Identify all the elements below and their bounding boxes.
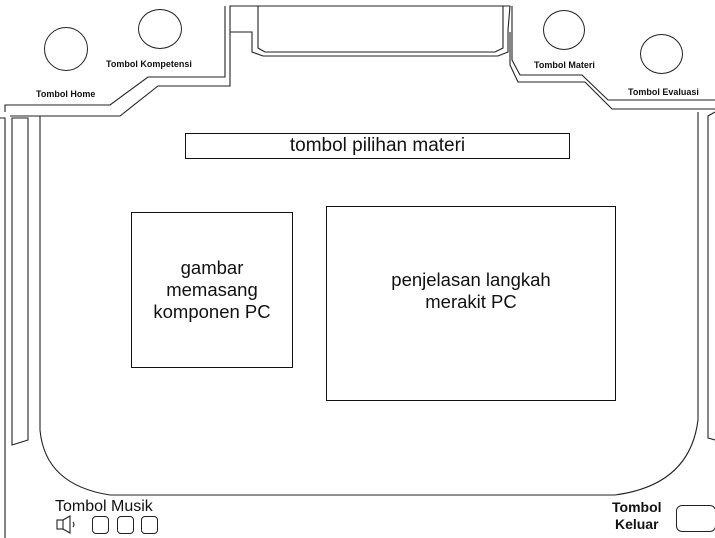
musik-label: Tombol Musik	[55, 498, 153, 515]
image-placeholder-text: gambar memasang komponen PC	[153, 256, 271, 323]
kompetensi-label: Tombol Kompetensi	[106, 59, 192, 69]
explanation-panel: penjelasan langkah merakit PC	[326, 206, 616, 401]
evaluasi-label: Tombol Evaluasi	[628, 87, 699, 97]
home-label: Tombol Home	[36, 89, 96, 99]
materi-label: Tombol Materi	[534, 60, 595, 70]
home-button[interactable]	[44, 27, 88, 71]
music-control-button[interactable]	[141, 516, 158, 534]
explanation-text: penjelasan langkah merakit PC	[391, 269, 551, 313]
keluar-label: Tombol Keluar	[612, 499, 662, 532]
music-control-button[interactable]	[117, 516, 134, 534]
image-placeholder: gambar memasang komponen PC	[131, 212, 293, 368]
exit-button[interactable]	[676, 505, 715, 532]
materi-selection-label: tombol pilihan materi	[289, 135, 466, 156]
evaluasi-button[interactable]	[640, 34, 683, 74]
kompetensi-button[interactable]	[138, 9, 182, 49]
materi-selection-button[interactable]: tombol pilihan materi	[185, 133, 570, 159]
speaker-icon[interactable]	[56, 515, 82, 535]
music-control-button[interactable]	[92, 516, 109, 534]
materi-button[interactable]	[543, 10, 585, 50]
